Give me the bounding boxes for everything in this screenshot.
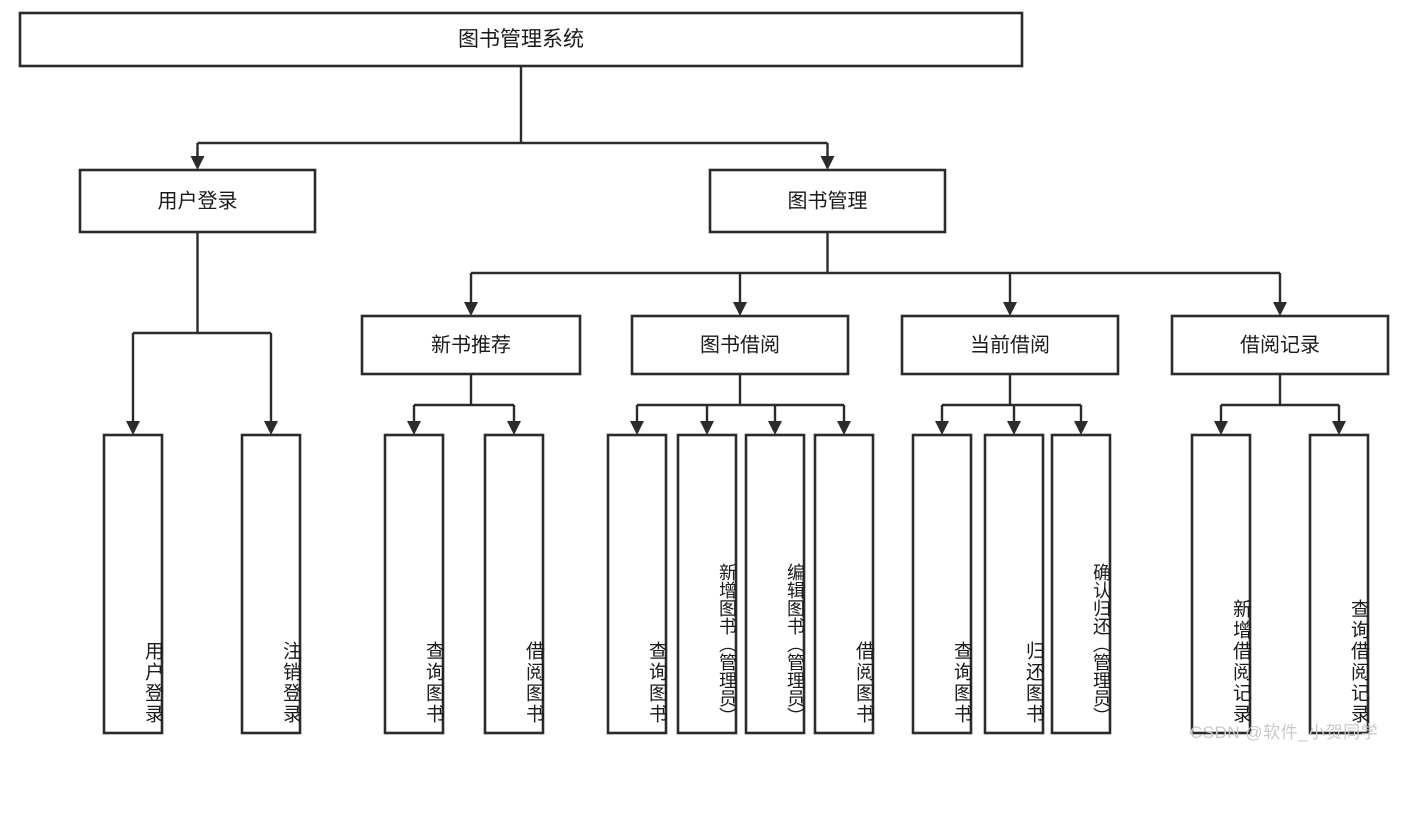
borrow-edit-book-box[interactable] bbox=[744, 433, 806, 735]
leaf-logout-leaf-arrow-icon bbox=[264, 421, 278, 435]
borrow-record-node[interactable]: 借阅记录 bbox=[1170, 314, 1390, 376]
leaf-rec-borrow-book-arrow-icon bbox=[507, 421, 521, 435]
l3-book-borrow-arrow-icon bbox=[733, 302, 747, 316]
book-manage-node[interactable]: 图书管理 bbox=[708, 168, 947, 234]
watermark: CSDN @软件_小贺同学 bbox=[1190, 723, 1379, 742]
logout-leaf-box[interactable] bbox=[240, 433, 302, 735]
leaf-borrow-lend-book-arrow-icon bbox=[837, 421, 851, 435]
system-title-box[interactable] bbox=[18, 11, 1024, 68]
leaf-borrow-edit-book-arrow-icon bbox=[768, 421, 782, 435]
borrow-query-book-box[interactable] bbox=[606, 433, 668, 735]
leaf-cur-query-book-arrow-icon bbox=[935, 421, 949, 435]
borrow-record-box[interactable] bbox=[1170, 314, 1390, 376]
l3-borrow-record-arrow-icon bbox=[1273, 302, 1287, 316]
user-login-box[interactable] bbox=[78, 168, 317, 234]
user-login-leaf-box[interactable] bbox=[102, 433, 164, 735]
l3-current-borrow-arrow-icon bbox=[1003, 302, 1017, 316]
user-login-node[interactable]: 用户登录 bbox=[78, 168, 317, 234]
rec-borrow-book-box[interactable] bbox=[483, 433, 545, 735]
borrow-record-label: 借阅记录 bbox=[1240, 333, 1320, 356]
cur-query-book-box[interactable] bbox=[911, 433, 973, 735]
current-borrow-label: 当前借阅 bbox=[970, 333, 1050, 356]
current-borrow-node[interactable]: 当前借阅 bbox=[900, 314, 1120, 376]
leaf-cur-confirm-return-arrow-icon bbox=[1074, 421, 1088, 435]
book-borrow-box[interactable] bbox=[630, 314, 850, 376]
leaf-rec-query-book-arrow-icon bbox=[407, 421, 421, 435]
diagram-canvas: 图书管理系统用户登录图书管理新书推荐图书借阅当前借阅借阅记录 用户登录注销登录查… bbox=[18, 11, 1390, 742]
cur-return-book-box[interactable] bbox=[983, 433, 1045, 735]
l2-user-login-arrow-icon bbox=[190, 156, 205, 170]
leaf-user-login-leaf-arrow-icon bbox=[126, 421, 140, 435]
borrow-add-book-box[interactable] bbox=[676, 433, 738, 735]
new-book-rec-label: 新书推荐 bbox=[431, 333, 511, 356]
rec-query-book-box[interactable] bbox=[383, 433, 445, 735]
system-title-label: 图书管理系统 bbox=[458, 28, 584, 51]
leaf-borrow-add-book-arrow-icon bbox=[700, 421, 714, 435]
leaf-cur-return-book-arrow-icon bbox=[1007, 421, 1021, 435]
book-manage-box[interactable] bbox=[708, 168, 947, 234]
borrow-lend-book-box[interactable] bbox=[813, 433, 875, 735]
rec-add-record-box[interactable] bbox=[1190, 433, 1252, 735]
book-borrow-node[interactable]: 图书借阅 bbox=[630, 314, 850, 376]
new-book-rec-box[interactable] bbox=[360, 314, 582, 376]
new-book-rec-node[interactable]: 新书推荐 bbox=[360, 314, 582, 376]
connector-layer bbox=[126, 66, 1346, 435]
leaf-rec-add-record-arrow-icon bbox=[1214, 421, 1228, 435]
system-title-node[interactable]: 图书管理系统 bbox=[18, 11, 1024, 68]
leaf-borrow-query-book-arrow-icon bbox=[630, 421, 644, 435]
book-manage-label: 图书管理 bbox=[788, 189, 868, 212]
l2-book-manage-arrow-icon bbox=[820, 156, 835, 170]
book-borrow-label: 图书借阅 bbox=[700, 333, 780, 356]
cur-confirm-return-box[interactable] bbox=[1050, 433, 1112, 735]
current-borrow-box[interactable] bbox=[900, 314, 1120, 376]
user-login-label: 用户登录 bbox=[158, 189, 238, 212]
l3-new-book-rec-arrow-icon bbox=[464, 302, 478, 316]
rec-query-record-box[interactable] bbox=[1308, 433, 1370, 735]
leaf-rec-query-record-arrow-icon bbox=[1332, 421, 1346, 435]
